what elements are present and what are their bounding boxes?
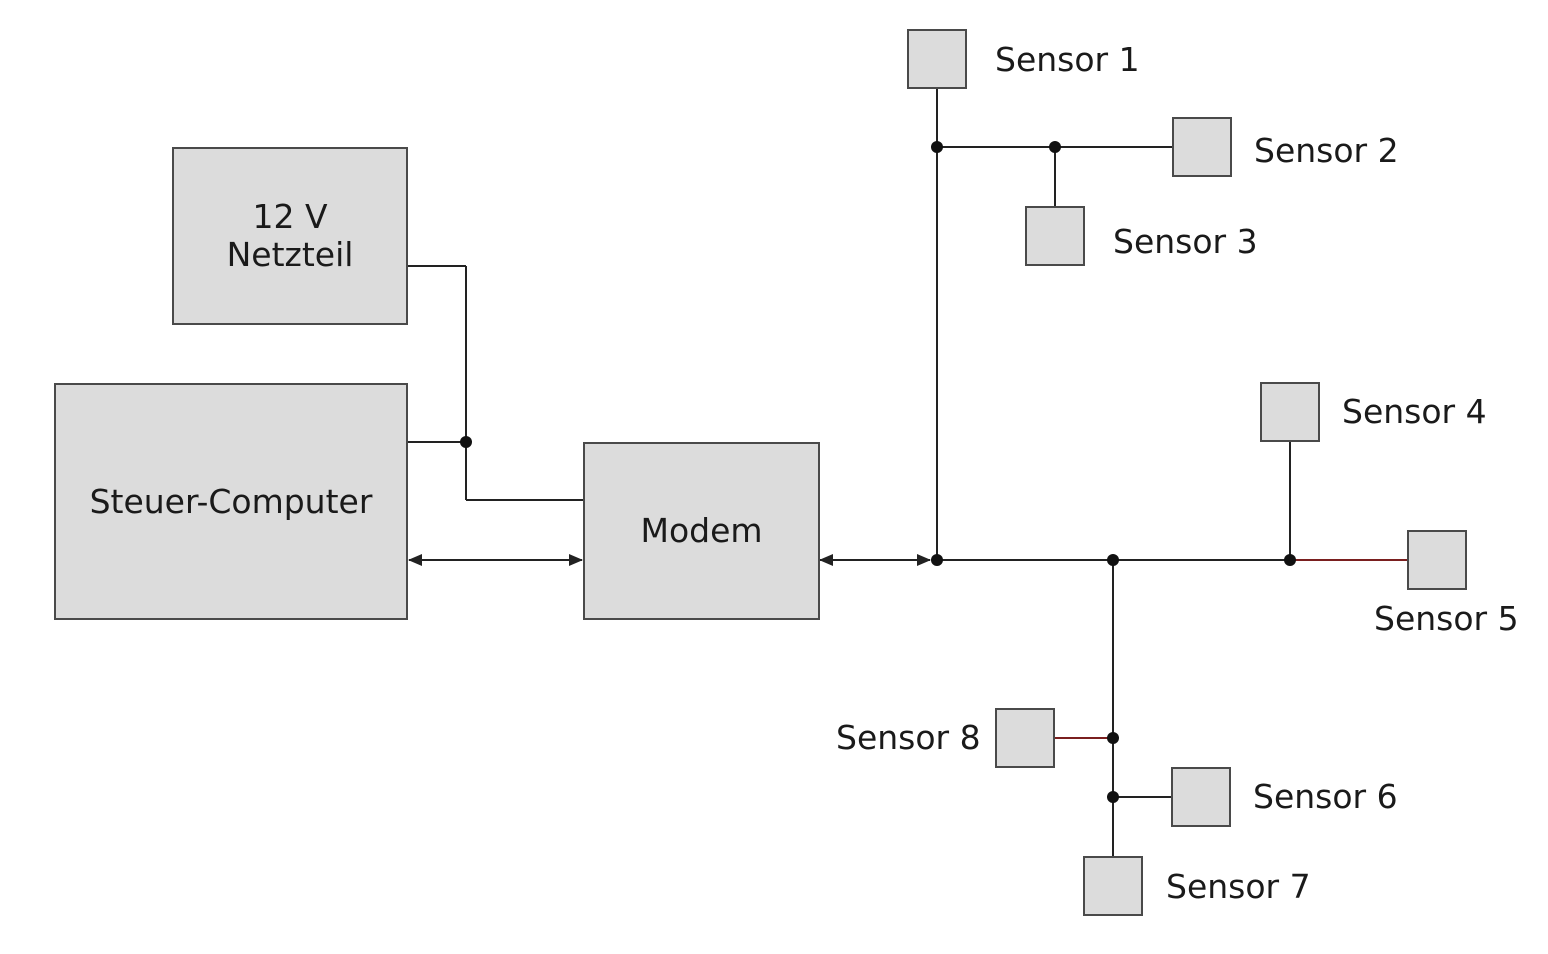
sensor-8-label: Sensor 8 xyxy=(836,718,981,757)
sensor-2-box xyxy=(1172,117,1232,177)
junction-dot xyxy=(931,141,943,153)
junction-dot xyxy=(1107,554,1119,566)
control-computer-label: Steuer-Computer xyxy=(89,481,373,521)
junction-dot xyxy=(1284,554,1296,566)
sensor-3-label: Sensor 3 xyxy=(1113,222,1258,261)
sensor-6-label: Sensor 6 xyxy=(1253,777,1398,816)
sensor-5-label: Sensor 5 xyxy=(1374,599,1519,638)
psu-junction-dot xyxy=(460,436,472,448)
sensor-4-label: Sensor 4 xyxy=(1342,392,1487,431)
modem-label: Modem xyxy=(640,511,763,550)
power-supply-voltage: 12 V xyxy=(252,197,328,236)
sensor-1-box xyxy=(907,29,967,89)
junction-dot xyxy=(1049,141,1061,153)
modem-block: Modem xyxy=(583,442,820,620)
junction-dot xyxy=(1107,791,1119,803)
sensor-8-box xyxy=(995,708,1055,768)
junction-dot xyxy=(931,554,943,566)
junction-dot xyxy=(1107,732,1119,744)
sensor-2-label: Sensor 2 xyxy=(1254,131,1399,170)
power-supply-label: Netzteil xyxy=(226,235,354,274)
control-computer-block: Steuer-Computer xyxy=(54,383,408,620)
power-supply-block: 12 V Netzteil xyxy=(172,147,408,325)
sensor-6-box xyxy=(1171,767,1231,827)
sensor-5-box xyxy=(1407,530,1467,590)
sensor-3-box xyxy=(1025,206,1085,266)
sensor-7-box xyxy=(1083,856,1143,916)
sensor-1-label: Sensor 1 xyxy=(995,40,1140,79)
sensor-4-box xyxy=(1260,382,1320,442)
sensor-7-label: Sensor 7 xyxy=(1166,867,1311,906)
